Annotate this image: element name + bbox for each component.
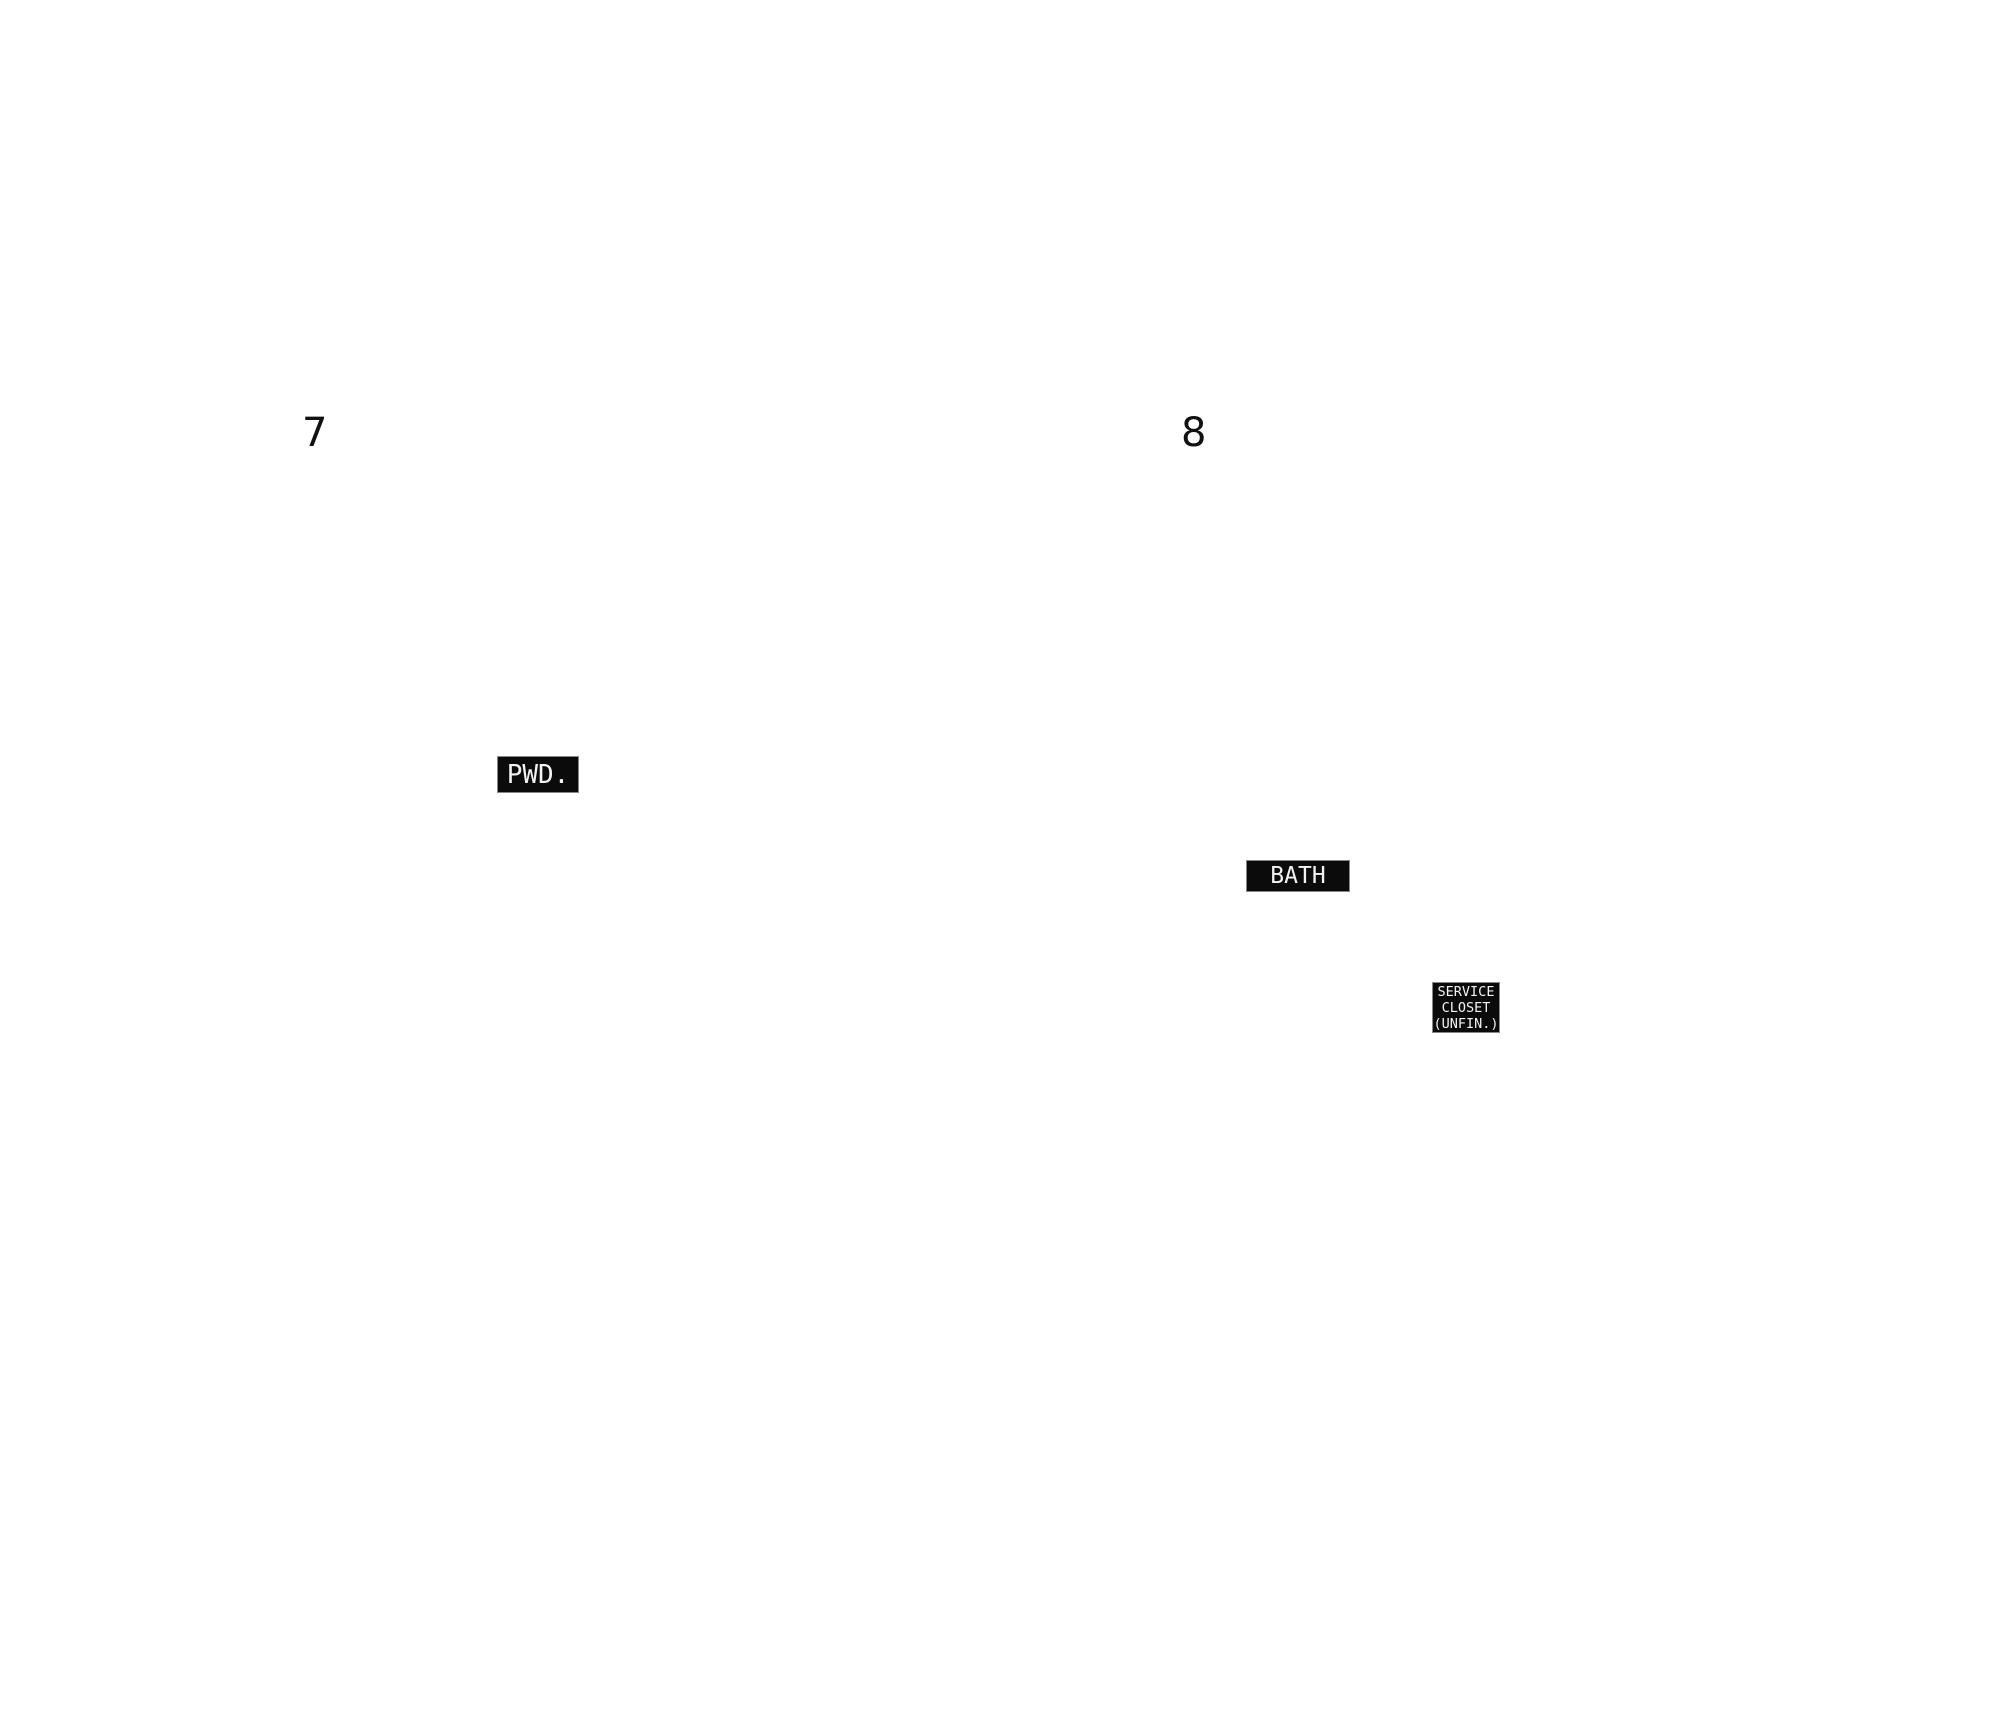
service-closet-line-3: (UNFIN.) [1433, 1015, 1499, 1032]
service-closet-label: SERVICE CLOSET (UNFIN.) [1432, 982, 1500, 1033]
unit-number-7: 7 [302, 410, 328, 456]
powder-room-label-text: PWD. [506, 759, 570, 790]
bath-label-text: BATH [1270, 863, 1326, 889]
powder-room-label: PWD. [497, 756, 579, 793]
unit-number-8: 8 [1181, 410, 1207, 456]
bath-label: BATH [1246, 860, 1350, 892]
service-closet-line-1: SERVICE [1437, 983, 1495, 1000]
service-closet-line-2: CLOSET [1441, 999, 1491, 1016]
